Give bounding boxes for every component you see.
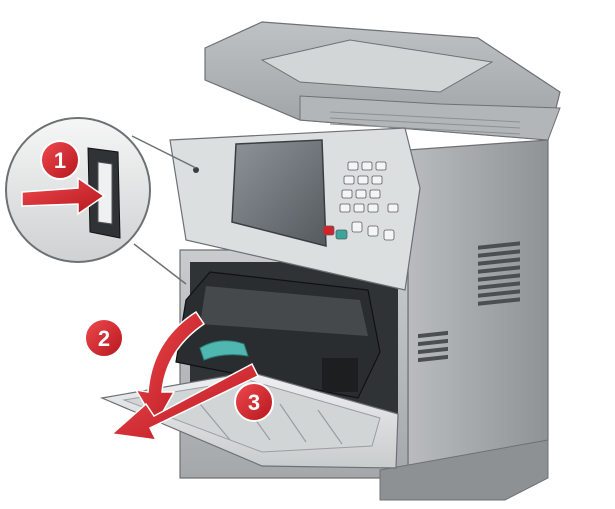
callout-leader-top	[131, 135, 197, 169]
side-vents	[418, 241, 520, 363]
stop-button-icon	[322, 225, 335, 236]
toner-cartridge-icon	[175, 271, 381, 399]
step-number-1: 1	[54, 148, 66, 173]
scanner-grooves	[329, 111, 521, 135]
adf-output	[299, 95, 561, 141]
step-number-2: 2	[98, 326, 110, 351]
step-number-3: 3	[248, 390, 260, 415]
printer-side-panel	[407, 139, 549, 479]
home-button-icon	[193, 167, 199, 173]
toner-handle	[199, 340, 249, 361]
pull-arrow-icon	[110, 362, 260, 441]
callout-leader-bottom	[133, 243, 187, 285]
step-badge-3: 3	[234, 382, 274, 422]
printer-base	[379, 439, 549, 501]
adf-tray	[260, 39, 494, 93]
touch-screen	[231, 139, 327, 247]
keypad	[339, 161, 399, 241]
push-arrow-icon	[21, 176, 106, 216]
step-badge-2: 2	[84, 318, 124, 358]
start-button-icon	[335, 229, 348, 240]
step-badge-1: 1	[40, 140, 80, 180]
